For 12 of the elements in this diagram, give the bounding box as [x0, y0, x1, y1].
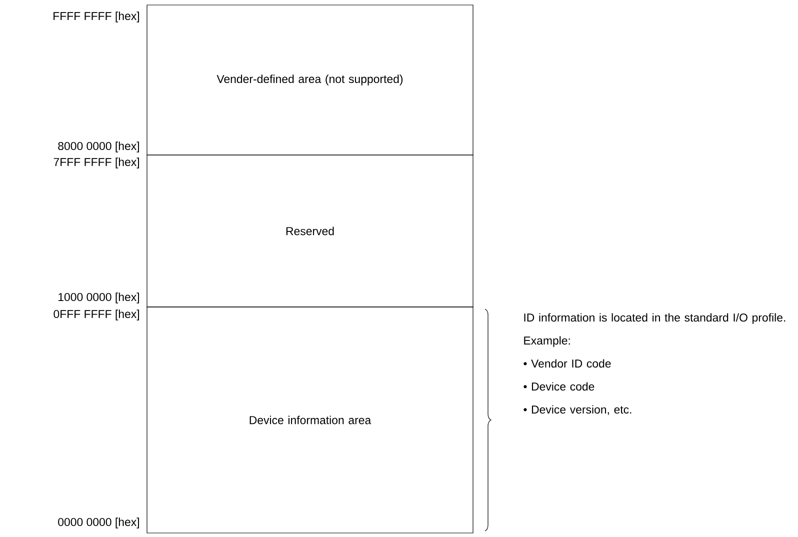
address-label: 1000 0000 [hex] [58, 292, 139, 304]
address-label: 7FFF FFFF [hex] [54, 158, 139, 168]
note-text: ID information is located in the standard I/O profile. [524, 313, 786, 324]
address-label: 0FFF FFFF [hex] [54, 310, 139, 320]
memory-region: Reserved [146, 154, 474, 308]
address-label: 8000 0000 [hex] [58, 142, 139, 152]
note-text: Example: [524, 336, 570, 347]
memory-region: Device information area [146, 306, 474, 534]
note-text: • Device code [524, 382, 594, 391]
memory-region: Vender-defined area (not supported) [146, 4, 474, 156]
note-text: • Device version, etc. [524, 405, 632, 415]
note-text: • Vendor ID code [524, 359, 611, 368]
